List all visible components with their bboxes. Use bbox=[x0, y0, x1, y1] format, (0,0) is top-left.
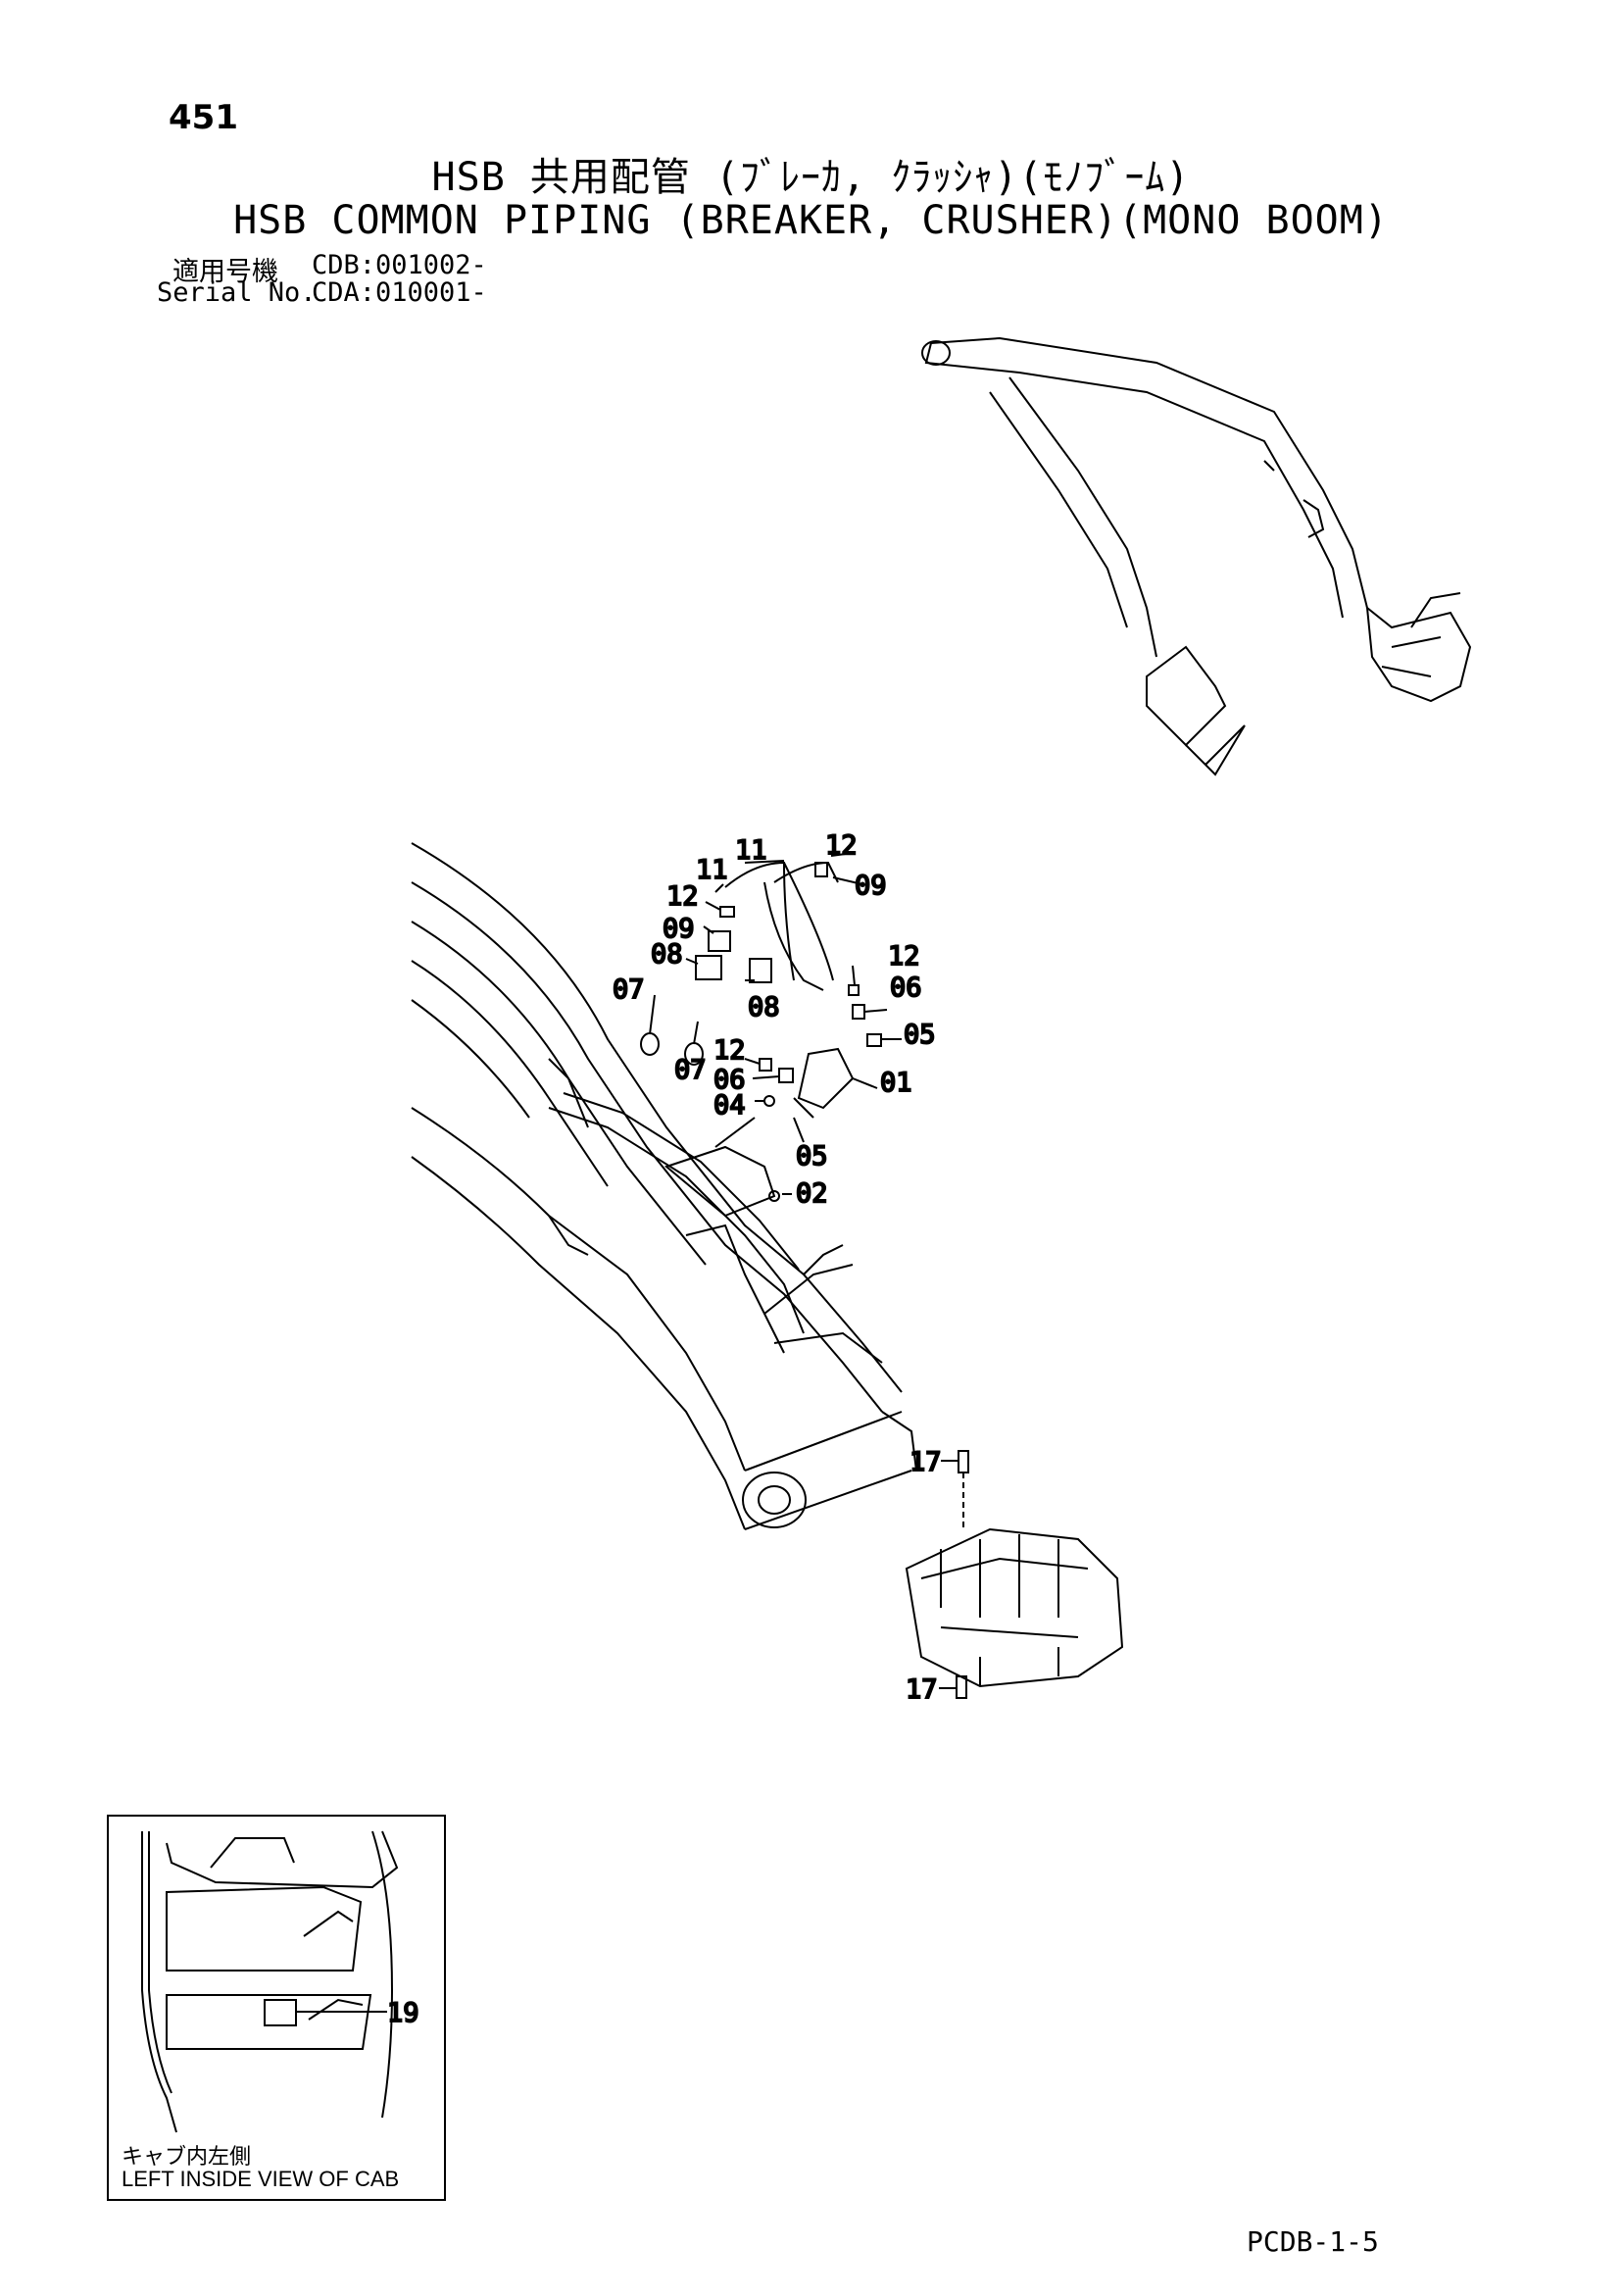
overview-excavator-sketch bbox=[921, 336, 1472, 776]
callout-04: 04 bbox=[713, 1090, 746, 1121]
callout-12: 12 bbox=[713, 1035, 746, 1066]
callout-06: 06 bbox=[890, 973, 922, 1003]
callout-labels: 11 12 11 09 12 09 08 07 08 12 06 05 07 1… bbox=[612, 829, 943, 1706]
callout-17: 17 bbox=[906, 1674, 938, 1705]
inset-caption-english: LEFT INSIDE VIEW OF CAB bbox=[122, 2167, 400, 2191]
callout-12: 12 bbox=[825, 830, 858, 861]
callout-08: 08 bbox=[748, 992, 780, 1023]
serial-en-value: CDA:010001- bbox=[312, 277, 487, 308]
callout-17: 17 bbox=[909, 1447, 942, 1477]
exploded-parts bbox=[640, 852, 902, 1202]
inset-cab-view: 19 bbox=[107, 1815, 446, 2201]
title-english: HSB COMMON PIPING (BREAKER, CRUSHER)(MON… bbox=[233, 198, 1389, 243]
callout-12: 12 bbox=[666, 881, 699, 912]
callout-12: 12 bbox=[888, 941, 920, 972]
callout-07: 07 bbox=[613, 974, 645, 1005]
serial-jp-label: 適用号機 bbox=[172, 257, 278, 287]
serial-en-label: Serial No. bbox=[157, 277, 317, 308]
main-boom bbox=[411, 842, 917, 1530]
callout-19: 19 bbox=[387, 1998, 419, 2028]
page-number: 451 bbox=[169, 98, 238, 137]
callout-02: 02 bbox=[796, 1178, 828, 1209]
page-code: PCDB-1-5 bbox=[1247, 2225, 1379, 2258]
boom-piping bbox=[548, 1058, 883, 1364]
callout-05: 05 bbox=[796, 1141, 828, 1172]
control-valve bbox=[905, 1450, 1124, 1699]
inset-caption-japanese: キャブ内左側 bbox=[122, 2145, 252, 2170]
serial-jp-value: CDB:001002- bbox=[312, 250, 487, 280]
callout-09: 09 bbox=[855, 871, 887, 901]
title-japanese: HSB 共用配管 (ﾌﾞﾚｰｶ, ｸﾗｯｼｬ)(ﾓﾉﾌﾞｰﾑ) bbox=[431, 155, 1191, 200]
callout-08: 08 bbox=[651, 939, 683, 970]
callout-06: 06 bbox=[713, 1065, 746, 1095]
callout-01: 01 bbox=[880, 1068, 912, 1098]
callout-11: 11 bbox=[696, 855, 728, 885]
callout-07: 07 bbox=[674, 1055, 707, 1085]
callout-09: 09 bbox=[663, 914, 695, 944]
callout-11: 11 bbox=[735, 835, 767, 866]
callout-05: 05 bbox=[904, 1020, 936, 1050]
